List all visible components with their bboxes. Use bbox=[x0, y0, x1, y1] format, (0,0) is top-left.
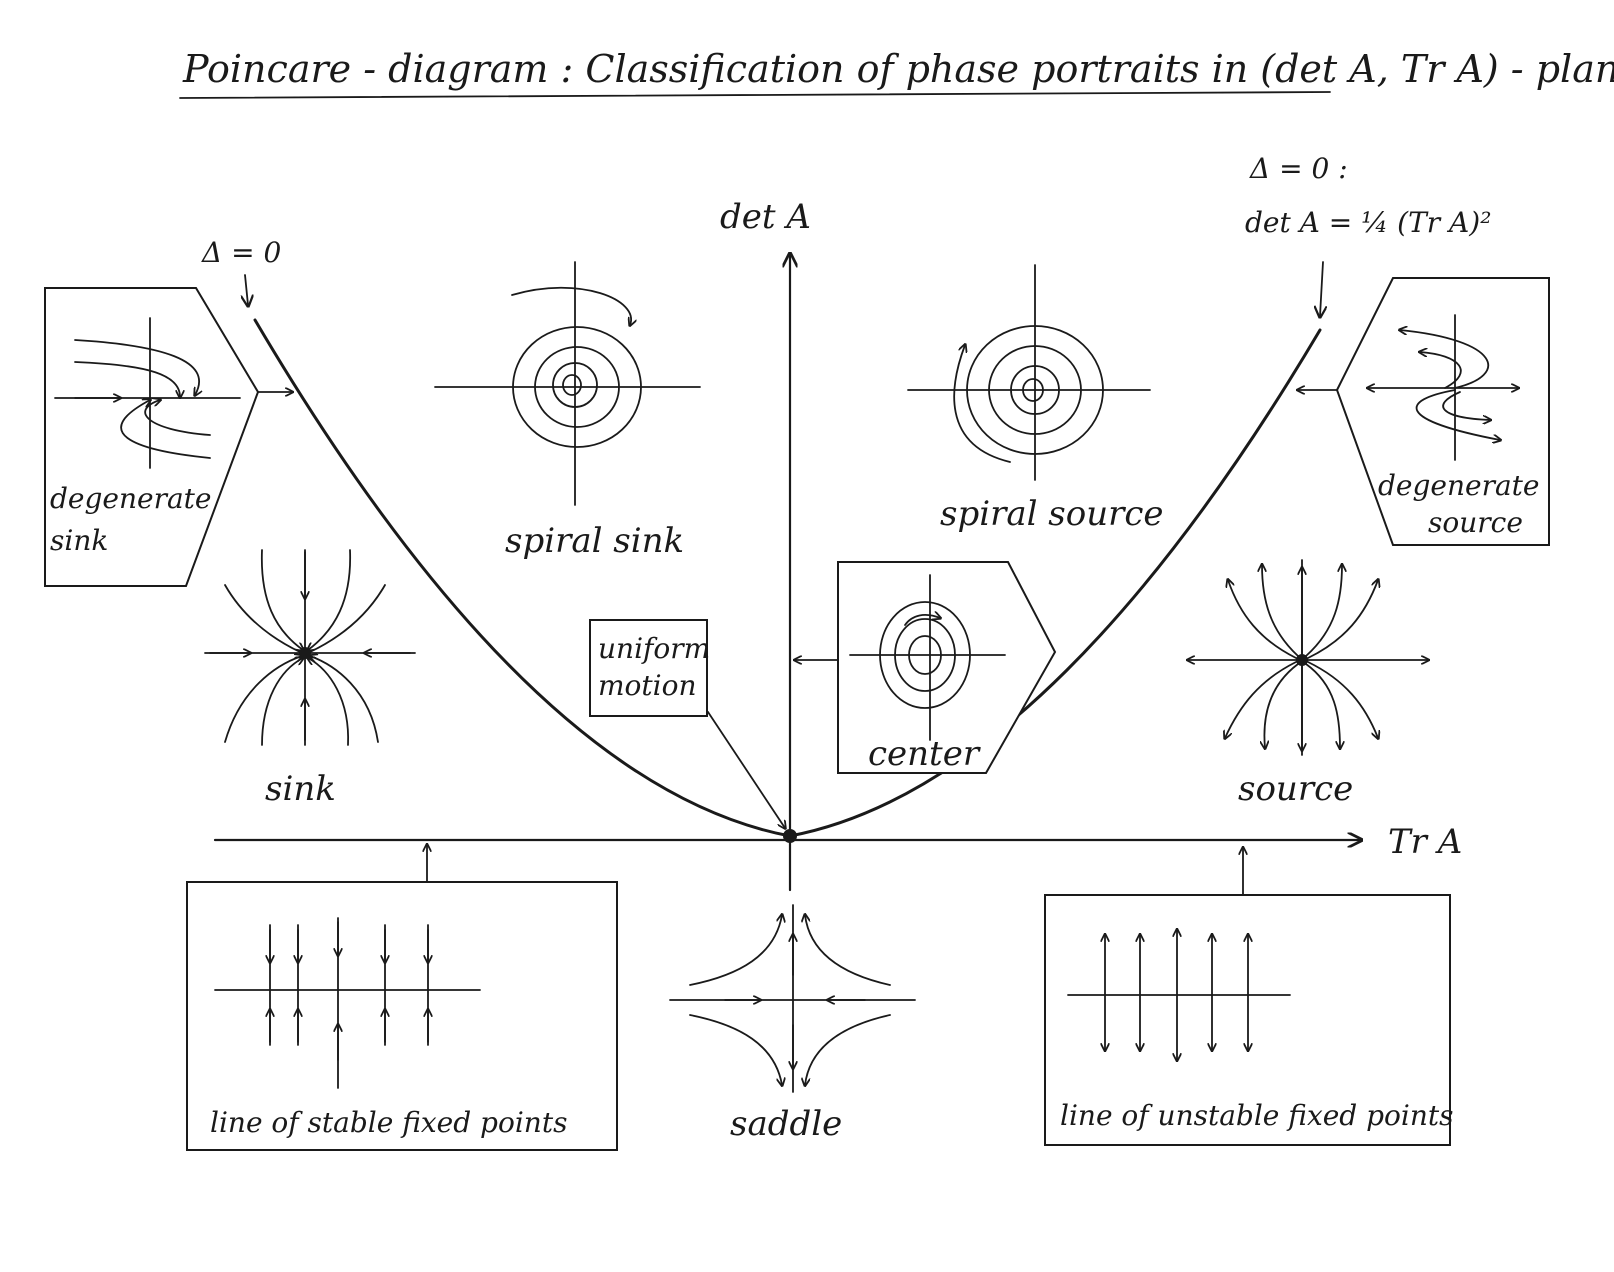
source-label: source bbox=[1238, 769, 1353, 809]
center-label: center bbox=[868, 734, 981, 774]
uniform-motion-pointer bbox=[707, 711, 785, 828]
line-unstable-label: line of unstable fixed points bbox=[1060, 1099, 1454, 1132]
line-of-fixed-points-icon bbox=[1067, 930, 1291, 1060]
degenerate-source-label-2: source bbox=[1428, 506, 1523, 539]
saddle-portrait: saddle bbox=[669, 904, 916, 1144]
parabola-equation: det A = ¼ (Tr A)² bbox=[1245, 206, 1491, 239]
tr-axis-label: Tr A bbox=[1388, 822, 1462, 862]
spiral-source-portrait: spiral source bbox=[907, 264, 1164, 534]
degenerate-node-icon bbox=[1368, 314, 1518, 461]
degenerate-node-icon bbox=[54, 317, 241, 469]
right-discriminant-label: Δ = 0 : bbox=[1249, 152, 1348, 185]
right-discriminant-arrow bbox=[1320, 261, 1323, 316]
spiral-sink-label: spiral sink bbox=[505, 521, 684, 561]
uniform-motion-panel: uniform motion bbox=[589, 619, 785, 828]
line-unstable-panel: line of unstable fixed points bbox=[1044, 848, 1454, 1146]
det-axis-label: det A bbox=[720, 197, 811, 237]
degenerate-sink-label-2: sink bbox=[50, 524, 108, 557]
center-panel: center bbox=[795, 561, 1057, 774]
uniform-motion-box bbox=[589, 619, 708, 717]
page-title: Poincare - diagram : Classification of p… bbox=[182, 47, 1614, 91]
source-portrait: source bbox=[1188, 559, 1428, 809]
node-icon bbox=[1188, 559, 1428, 756]
spiral-icon bbox=[511, 286, 642, 448]
spiral-source-label: spiral source bbox=[940, 494, 1164, 534]
line-stable-panel: line of stable fixed points bbox=[186, 845, 618, 1151]
spiral-icon bbox=[953, 325, 1104, 463]
line-stable-box bbox=[186, 881, 618, 1151]
uniform-motion-label-2: motion bbox=[598, 669, 697, 702]
spiral-sink-portrait: spiral sink bbox=[434, 261, 701, 561]
left-discriminant-label: Δ = 0 bbox=[201, 236, 281, 269]
degenerate-source-label-1: degenerate bbox=[1378, 469, 1540, 502]
sink-label: sink bbox=[265, 769, 336, 809]
uniform-motion-label-1: uniform bbox=[598, 632, 710, 665]
saddle-label: saddle bbox=[730, 1104, 842, 1144]
node-icon bbox=[204, 549, 416, 746]
title-underline bbox=[179, 91, 1331, 99]
sink-portrait: sink bbox=[204, 549, 416, 809]
center-icon bbox=[849, 574, 1006, 741]
discriminant-parabola bbox=[253, 318, 1322, 838]
left-discriminant-arrow bbox=[245, 274, 248, 305]
degenerate-source-box bbox=[1335, 277, 1550, 546]
axes bbox=[213, 255, 1360, 892]
degenerate-source-panel: degenerate source bbox=[1298, 277, 1550, 546]
center-box bbox=[837, 561, 1057, 774]
saddle-icon bbox=[669, 904, 916, 1093]
degenerate-sink-label-1: degenerate bbox=[50, 482, 212, 515]
line-of-fixed-points-icon bbox=[214, 917, 481, 1089]
degenerate-sink-panel: degenerate sink bbox=[44, 287, 292, 587]
line-stable-label: line of stable fixed points bbox=[210, 1106, 567, 1139]
